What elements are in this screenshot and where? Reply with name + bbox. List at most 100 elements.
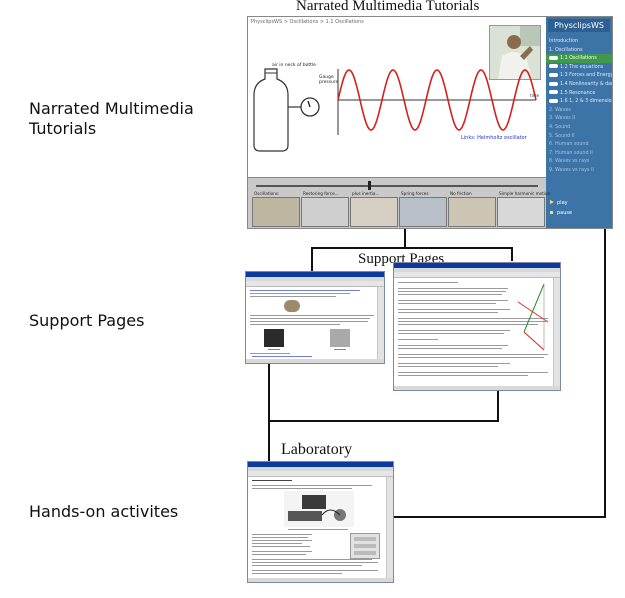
sidebar-nav-item[interactable]: 4. Sound [546,123,612,132]
sidebar-nav-item[interactable]: 9. Waves vs rays II [546,166,612,175]
label-support-pages: Support Pages [29,311,145,330]
filmstrip-thumbnail[interactable] [301,197,349,227]
pressure-wave-plot [337,69,537,135]
connector-support-right [511,247,513,261]
nav-pill-icon [549,55,558,60]
sidebar-nav-item[interactable]: 1.3 Forces and Energy [546,71,612,80]
sidebar-nav-label: 8. Waves vs rays [549,159,590,165]
filmstrip-caption: No friction [450,191,472,196]
sidebar-nav-label: 6. Human sound [549,142,589,148]
connector-support-hbar [311,247,513,249]
instrument-panel [350,533,380,559]
sidebar-nav-label: 1. Oscillations [549,47,583,53]
support-page-1-content [246,287,378,359]
window-statusbar [394,386,560,390]
pause-control[interactable]: pause [550,210,572,216]
sidebar-nav-item[interactable]: 1.6 1, 2 & 3 dimensions [546,97,612,106]
filmstrip-thumbnail[interactable] [497,197,545,227]
pause-icon [550,211,553,214]
sidebar-nav-item[interactable]: 5. Sound II [546,132,612,141]
nav-pill-icon [549,98,558,103]
presenter-video [489,25,541,80]
label-hands-on: Hands-on activites [29,502,179,521]
nav-pill-icon [549,64,558,69]
photo-apparatus-1 [264,329,284,347]
laboratory-screenshot [247,461,394,583]
window-titlebar [394,263,560,268]
sidebar-nav-item[interactable]: 1.1 Oscillations [546,54,612,64]
filmstrip-caption: Spring forces [401,191,429,196]
diagram-caption: air in neck of bottle [272,63,316,68]
sidebar-nav-label: 9. Waves vs rays II [549,168,594,173]
filmstrip-thumbnail[interactable] [399,197,447,227]
sidebar-nav-item[interactable]: 8. Waves vs rays [546,157,612,166]
window-titlebar [246,272,384,277]
window-titlebar [248,462,393,467]
bottle-gauge-diagram [253,68,320,152]
helmholtz-link[interactable]: Links: Helmholtz oscillator [461,135,527,141]
filmstrip-caption: plus inertia... [352,191,380,196]
sidebar-nav-label: 5. Sound II [549,133,575,139]
filmstrip-thumbnail[interactable] [252,197,300,227]
play-control[interactable]: play [550,200,568,206]
window-scrollbar[interactable] [377,287,384,359]
window-toolbar [248,471,393,477]
filmstrip-thumbnails: Oscillations: Restoring force... plus iner… [252,191,550,227]
window-scrollbar[interactable] [386,477,393,578]
sidebar-nav-label: 1.2 The equations [560,64,604,70]
timeline-track[interactable] [256,185,538,187]
time-axis-label: time [530,93,540,98]
play-icon [550,200,554,204]
window-menubar [248,467,393,471]
support-page-2-content [394,278,554,386]
window-statusbar [248,578,393,582]
sidebar-nav-item[interactable]: 7. Human sound II [546,149,612,158]
window-toolbar [246,281,384,287]
timeline-playhead[interactable] [368,181,371,190]
sidebar-nav-label: 4. Sound [549,125,571,130]
sidebar-nav-item[interactable]: 3. Waves II [546,114,612,123]
coin-image [284,300,300,312]
sidebar-nav-item[interactable]: Introduction [546,37,612,46]
filmstrip-caption: Oscillations: [254,191,280,196]
sidebar-nav-item[interactable]: 6. Human sound [546,140,612,149]
filmstrip-thumbnail[interactable] [350,197,398,227]
connector-support-left [311,247,313,271]
window-menubar [246,277,384,281]
sidebar-nav-item[interactable]: 1.2 The equations [546,63,612,72]
connector-support-left-down [268,361,270,421]
filmstrip-caption: Restoring force... [303,191,339,196]
support-page-screenshot-1 [245,271,385,364]
nav-pill-icon [549,81,558,86]
wave-series [337,69,537,131]
filmstrip-panel: Oscillations: Restoring force... plus iner… [248,177,550,228]
tutorial-breadcrumb[interactable]: PhysclipsWS > Oscillations > 1.1 Oscilla… [251,19,364,25]
sidebar-nav-label: 1.5 Resonance [560,90,596,96]
title-laboratory: Laboratory [281,441,353,458]
connector-tutorial-to-support [404,226,406,249]
gauge-pressure-label: Gauge pressure [319,75,339,85]
sidebar-brand: PhysclipsWS [548,19,610,32]
window-scrollbar[interactable] [553,278,560,386]
window-menubar [394,268,560,272]
sidebar-nav-item[interactable]: 1.4 Nonlinearity & damping [546,80,612,89]
sidebar-nav-label: 2. Waves [549,107,571,113]
window-statusbar [246,359,384,363]
connector-to-laboratory [268,420,270,462]
sidebar-nav-item[interactable]: 1.5 Resonance [546,89,612,98]
sidebar-nav-label: Introduction [549,39,579,44]
sidebar-nav-label: 1.4 Nonlinearity & damping [560,82,612,87]
filmstrip-caption: Simple harmonic motion [499,191,551,196]
tutorial-screenshot: PhysclipsWS > Oscillations > 1.1 Oscilla… [247,16,613,229]
tutorial-main-pane: PhysclipsWS > Oscillations > 1.1 Oscilla… [248,17,544,177]
connector-support-bottom-bar [268,420,499,422]
filmstrip-thumbnail[interactable] [448,197,496,227]
sidebar-nav-item[interactable]: 1. Oscillations [546,46,612,55]
pause-label: pause [557,210,573,216]
photo-apparatus-2 [330,329,350,347]
title-narrated-tutorials: Narrated Multimedia Tutorials [296,0,480,14]
sidebar-nav-item[interactable]: 2. Waves [546,106,612,115]
lab-apparatus-photo [284,491,354,527]
